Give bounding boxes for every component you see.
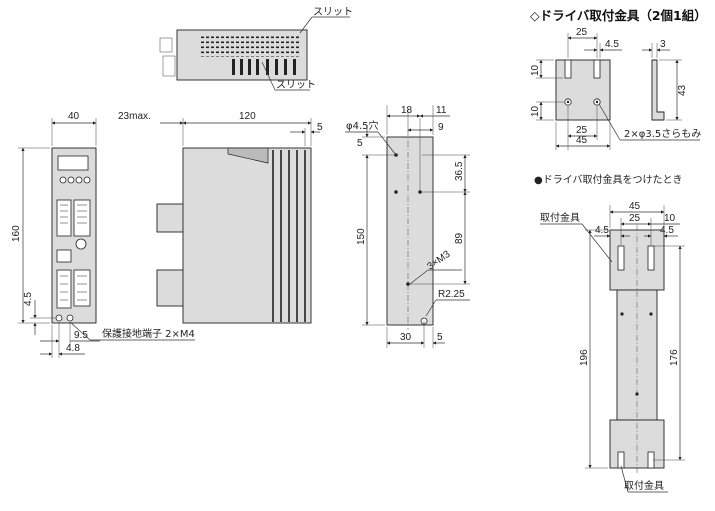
dim-bracket-10-b: 10 [530,105,541,117]
dim-back-30: 30 [400,332,412,343]
bracket-side-view: 3 43 [642,39,688,121]
slit-label-bottom: スリット [276,80,316,91]
back-plate [386,136,434,326]
dim-assembled-4-5-right: 4.5 [660,225,674,236]
dim-assembled-45: 45 [629,201,641,212]
dim-side-depth-max: 23max. [118,111,151,122]
side-view: 23max. 120 5 [118,111,323,324]
dim-back-150: 150 [356,228,367,245]
slit-label-top: スリット [313,7,353,18]
dim-assembled-25: 25 [629,213,641,224]
dim-side-length: 120 [239,111,256,122]
bracket-holes-label: 2×φ3.5さらもみ [624,128,701,140]
dim-back-36-5: 36.5 [454,161,465,181]
dim-back-5-bottom: 5 [437,332,443,343]
bracket-plate [555,59,611,121]
front-view: 40 160 4.5 9.5 4.8 保護接地端子 2×M4 [11,111,195,358]
assembled-subtitle: ●ドライバ取付金具をつけたとき [534,173,683,186]
dim-front-width: 40 [68,111,80,122]
rotary-switch [75,238,87,250]
dim-bracket-25-top: 25 [576,27,588,38]
dim-ground-offset-h1: 9.5 [74,330,88,341]
bracket-slot-right [593,59,601,79]
connector-lower-left [56,269,72,309]
top-view: スリット スリット [159,7,353,91]
dim-bracket-45: 45 [576,135,588,146]
ground-terminal-label: 保護接地端子 2×M4 [102,327,195,340]
ground-terminal-1 [55,314,63,322]
back-view: 18 11 9 5 150 36.5 89 φ4.5穴 3×M3 R2.25 3… [345,105,470,348]
bracket-bottom-label: 取付金具 [624,479,664,492]
dim-back-11: 11 [436,105,447,116]
display-window [57,155,89,171]
bracket-slot-left [564,59,572,79]
side-fins [272,150,306,322]
radius-label: R2.25 [438,289,465,300]
dim-assembled-10: 10 [664,213,676,224]
dim-back-18: 18 [401,105,413,116]
ground-terminal-2 [66,314,74,322]
dim-bracket-4-5: 4.5 [605,39,619,50]
dim-bracket-side-3: 3 [660,39,666,50]
slit-pattern [200,35,300,57]
hole-45-label: φ4.5穴 [346,119,379,132]
side-view-body [182,147,312,324]
connector-upper-left [56,199,72,237]
button-4 [83,176,91,184]
button-2 [67,176,75,184]
bracket-top-label: 取付金具 [540,211,580,224]
side-connector-lower [156,269,186,307]
dim-assembled-4-5-left: 4.5 [595,225,609,236]
dim-ground-offset-v: 4.5 [23,292,34,306]
dim-bracket-25-bottom: 25 [576,125,588,136]
connector-lower-right [73,269,91,307]
connector-middle [56,249,72,263]
bracket-front-view: 25 4.5 10 10 25 45 2×φ3.5さらもみ [530,27,701,150]
side-connector-upper [156,203,186,233]
dim-front-height: 160 [11,225,22,242]
dim-assembled-196: 196 [579,349,590,366]
slit-bars [232,59,296,75]
assembled-view: 45 25 10 4.5 4.5 196 176 取付金具 取付金具 [540,201,685,493]
dim-bracket-side-43: 43 [677,84,688,96]
dim-back-5-top: 5 [357,138,363,149]
dim-ground-offset-h2: 4.8 [66,343,80,354]
dim-assembled-176: 176 [669,349,680,366]
button-3 [75,176,83,184]
connector-upper-right [73,199,91,237]
button-1 [59,176,67,184]
dim-bracket-10-a: 10 [530,64,541,76]
dim-back-9: 9 [438,122,444,133]
bracket-title: ◇ドライバ取付金具（2個1組） [530,8,707,23]
dim-side-step: 5 [317,122,323,133]
dim-back-89: 89 [454,232,465,244]
